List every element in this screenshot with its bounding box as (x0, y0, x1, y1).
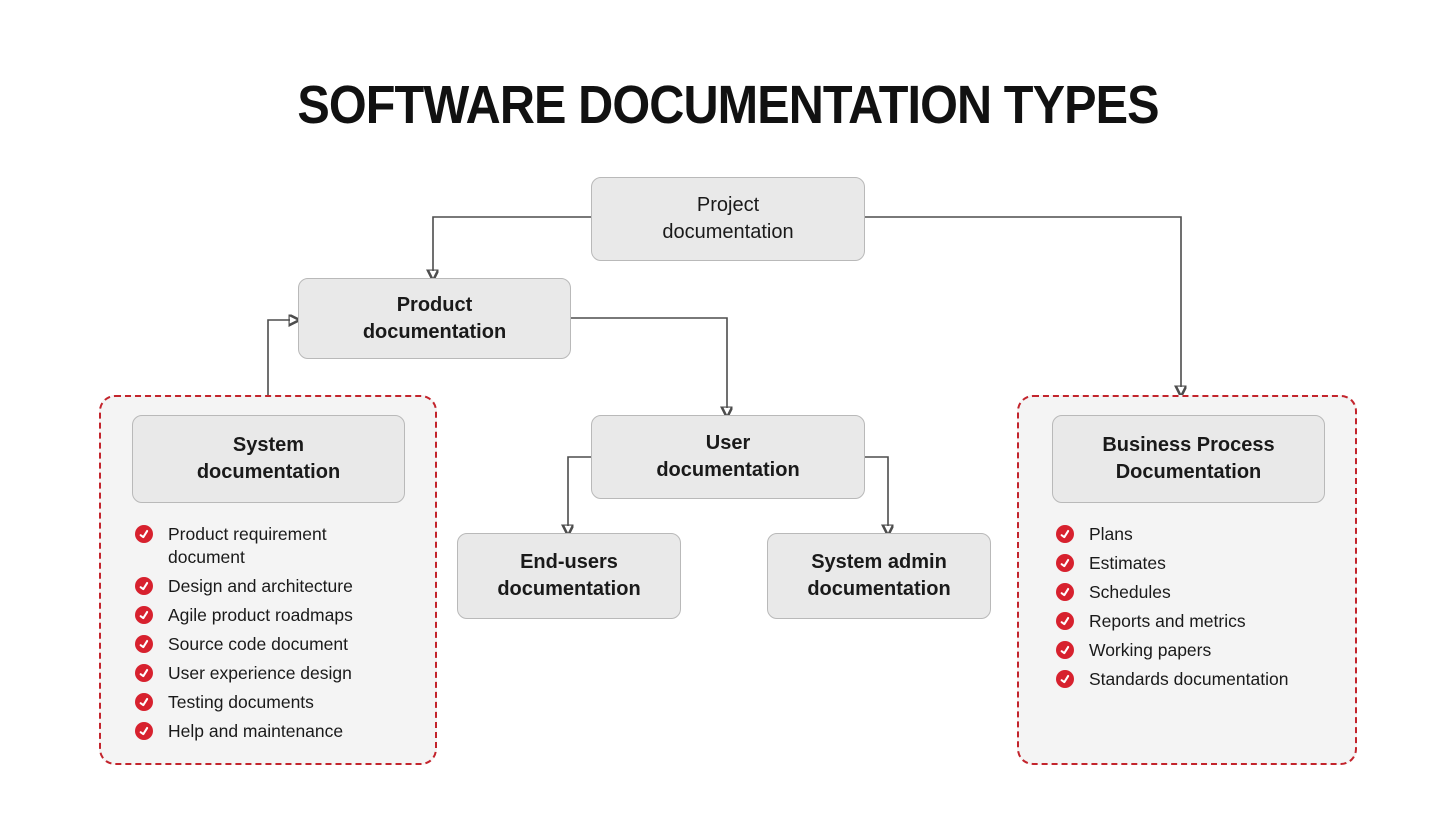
check-circle-icon (1056, 583, 1074, 601)
connector-user-to-end-users (568, 456, 591, 526)
list-item: User experience design (135, 662, 373, 685)
connector-system-to-product (267, 320, 290, 395)
check-circle-icon (135, 722, 153, 740)
list-item-label: Schedules (1089, 582, 1171, 602)
list-item-label: Plans (1089, 524, 1133, 544)
node-label: End-users documentation (497, 551, 641, 600)
check-circle-icon (135, 577, 153, 595)
check-circle-icon (1056, 554, 1074, 572)
list-item: Estimates (1056, 552, 1288, 575)
list-item-label: User experience design (168, 663, 352, 683)
list-item: Testing documents (135, 691, 373, 714)
check-circle-icon (1056, 525, 1074, 543)
connector-product-to-user (571, 317, 727, 408)
node-label: Project documentation (662, 194, 794, 243)
group-business-process-documentation: Business Process Documentation Plans (1017, 395, 1357, 765)
list-item: Working papers (1056, 639, 1288, 662)
node-label: Business Process Documentation (1102, 434, 1275, 483)
list-item-label: Product requirement document (168, 524, 327, 567)
list-item: Plans (1056, 523, 1288, 546)
page-title: SOFTWARE DOCUMENTATION TYPES (297, 75, 1159, 135)
list-item: Reports and metrics (1056, 610, 1288, 633)
check-circle-icon (135, 525, 153, 543)
group-system-documentation: System documentation Product requirement… (99, 395, 437, 765)
list-item-label: Reports and metrics (1089, 611, 1246, 631)
list-item-label: Standards documentation (1089, 669, 1289, 689)
node-label: System documentation (196, 434, 341, 483)
list-item: Schedules (1056, 581, 1288, 604)
node-user-documentation: User documentation (591, 415, 865, 499)
node-business-process-documentation: Business Process Documentation (1052, 415, 1325, 503)
check-circle-icon (135, 606, 153, 624)
check-circle-icon (135, 635, 153, 653)
connector-user-to-system-admin (865, 456, 888, 526)
node-label: Product documentation (362, 293, 507, 343)
check-circle-icon (1056, 670, 1074, 688)
list-item-label: Design and architecture (168, 576, 353, 596)
list-item-label: Testing documents (168, 692, 314, 712)
node-system-documentation: System documentation (132, 415, 405, 503)
check-circle-icon (135, 693, 153, 711)
list-item: Product requirement document (135, 523, 373, 569)
check-circle-icon (1056, 612, 1074, 630)
list-item-label: Help and maintenance (168, 721, 344, 741)
list-item-label: Estimates (1089, 553, 1166, 573)
node-system-admin-documentation: System admin documentation (767, 533, 991, 619)
list-item: Help and maintenance (135, 720, 373, 743)
list-item: Source code document (135, 633, 373, 656)
node-end-users-documentation: End-users documentation (457, 533, 681, 619)
connector-project-to-business (865, 216, 1181, 387)
list-item: Standards documentation (1056, 668, 1288, 691)
node-product-documentation: Product documentation (298, 278, 571, 359)
node-label: System admin documentation (807, 551, 951, 600)
node-project-documentation: Project documentation (591, 177, 865, 261)
business-process-list: Plans Estimates (1056, 523, 1288, 697)
list-item: Agile product roadmaps (135, 604, 373, 627)
list-item-label: Agile product roadmaps (168, 605, 353, 625)
connector-project-to-product (433, 216, 591, 271)
check-circle-icon (1056, 641, 1074, 659)
list-item-label: Working papers (1089, 640, 1212, 660)
list-item: Design and architecture (135, 575, 373, 598)
node-label: User documentation (656, 432, 800, 481)
system-documentation-list: Product requirement document Design and … (135, 523, 373, 749)
list-item-label: Source code document (168, 634, 348, 654)
check-circle-icon (135, 664, 153, 682)
